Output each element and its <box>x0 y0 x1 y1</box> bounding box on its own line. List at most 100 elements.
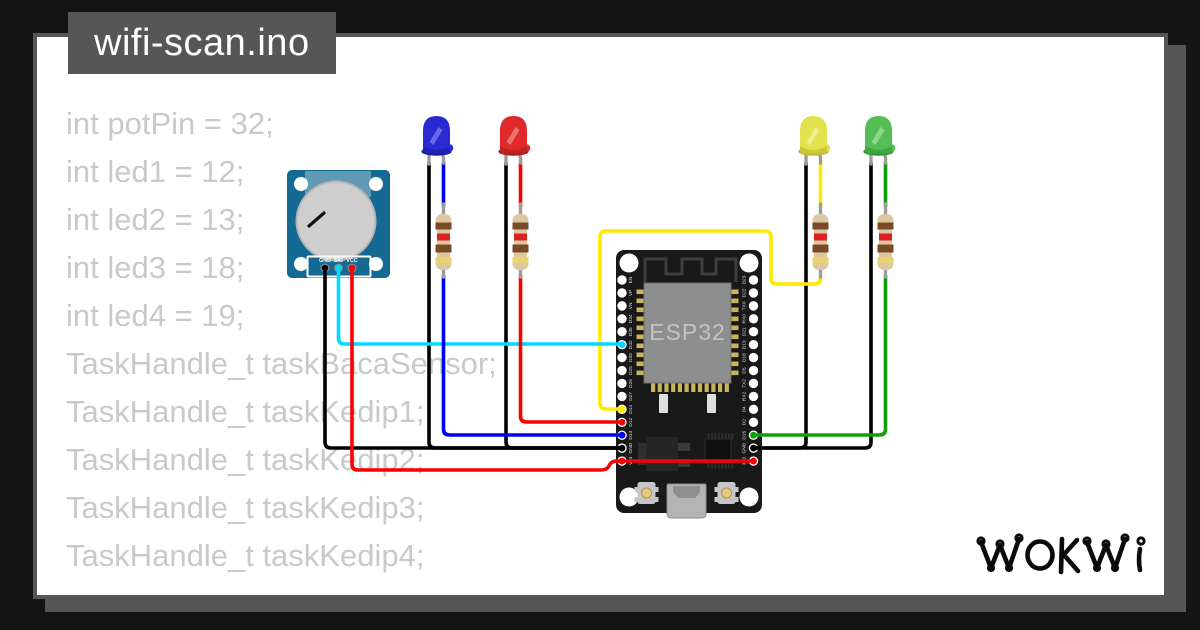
code-line: int led2 = 13; <box>66 202 245 237</box>
wire-green-to-d15[interactable] <box>753 274 888 437</box>
wire-cyan-sig-to-d32[interactable] <box>336 266 623 346</box>
resistors <box>435 202 894 279</box>
smd-component <box>659 394 668 413</box>
pin-label: GND <box>628 442 634 453</box>
pin-label: D2 <box>742 419 748 425</box>
pin-label: RX2 <box>742 391 748 401</box>
pin-label: D23 <box>742 275 748 284</box>
wire-red-vcc-to-power[interactable] <box>350 266 755 472</box>
wire-black-led1-cathode[interactable] <box>427 161 623 450</box>
pin-d4[interactable] <box>748 404 759 415</box>
pin-d25[interactable] <box>617 365 627 376</box>
antenna-trace <box>643 257 738 282</box>
wire-black-led2-cathode[interactable] <box>504 161 623 450</box>
pin-label: D34 <box>628 314 634 323</box>
led-yellow[interactable] <box>798 116 831 166</box>
code-line: TaskHandle_t taskKedip1; <box>66 394 425 429</box>
led-blue[interactable] <box>421 116 454 166</box>
mount-hole <box>369 177 383 191</box>
pin-label: D12 <box>628 418 634 427</box>
pot-pin-label: SIG <box>334 258 343 264</box>
wire-red-to-d12[interactable] <box>518 274 623 424</box>
pin-d34[interactable] <box>617 314 627 324</box>
pin-d33[interactable] <box>617 352 627 363</box>
pin-d27[interactable] <box>617 391 627 402</box>
pin-d35[interactable] <box>617 327 627 337</box>
smd-component <box>707 394 716 413</box>
resistor-led3[interactable] <box>812 202 829 279</box>
leds <box>421 116 896 166</box>
pin-label: TX2 <box>742 379 748 388</box>
mount-hole <box>739 487 759 507</box>
potentiometer[interactable]: GND SIG VCC <box>287 170 390 278</box>
pin-label: D15 <box>742 430 748 439</box>
pin-label: D19 <box>742 340 748 349</box>
pin-label: D5 <box>742 367 748 373</box>
wire-endpoints <box>321 264 356 272</box>
wire-black-led3-cathode[interactable] <box>753 161 808 450</box>
wire-blue-to-d13[interactable] <box>441 274 623 437</box>
code-snippet: int potPin = 32; int led1 = 12; int led2 =… <box>66 100 497 580</box>
pin-label: GND <box>742 442 748 453</box>
pin-label: D32 <box>628 340 634 349</box>
mount-hole <box>294 257 308 271</box>
pin-d26[interactable] <box>617 378 627 389</box>
resistor-led2[interactable] <box>512 202 529 279</box>
led-red[interactable] <box>498 116 531 166</box>
pot-knob[interactable] <box>295 180 377 262</box>
pin-tx2[interactable] <box>748 378 759 389</box>
code-line: int led3 = 18; <box>66 250 245 285</box>
pin-d2[interactable] <box>748 417 759 427</box>
code-line: int potPin = 32; <box>66 106 274 141</box>
esp32-board[interactable]: ESP32 <box>616 250 762 519</box>
led-green[interactable] <box>863 116 896 166</box>
sketch-title-bar: wifi-scan.ino <box>68 12 336 74</box>
esp32-right-pin-column[interactable]: D23D22TX0RX0D21D19D18D5TX2RX2D4D2D15GND3… <box>742 275 759 466</box>
pin-label: D21 <box>742 327 748 336</box>
pin-tx0[interactable] <box>748 301 759 311</box>
mount-hole <box>294 177 308 191</box>
pin-d18[interactable] <box>748 352 759 363</box>
resistor-led1[interactable] <box>435 202 452 279</box>
esp32-left-pin-column[interactable]: ENVPVND34D35D32D33D25D26D27D14D12D13GNDV… <box>617 275 634 466</box>
pin-en[interactable] <box>617 275 627 285</box>
mount-hole <box>619 487 639 507</box>
mount-hole <box>739 253 759 273</box>
pin-label: D4 <box>742 406 748 412</box>
chip-label: ESP32 <box>649 319 726 345</box>
reset-button[interactable] <box>714 482 739 504</box>
usb-connector <box>666 483 707 519</box>
wire-yellow-to-d14[interactable] <box>598 229 823 411</box>
pin-label: D22 <box>742 288 748 297</box>
wires[interactable] <box>323 161 888 472</box>
wire-black-pot-gnd[interactable] <box>323 266 623 450</box>
pin-d5[interactable] <box>748 365 759 376</box>
mount-hole <box>369 257 383 271</box>
boot-button[interactable] <box>634 482 659 504</box>
code-line: TaskHandle_t taskBacaSensor; <box>66 346 497 381</box>
pin-label: VP <box>628 290 634 296</box>
pot-pin-label: VCC <box>346 258 357 264</box>
pin-d22[interactable] <box>748 288 759 298</box>
pin-label: D27 <box>628 392 634 401</box>
pin-d23[interactable] <box>748 275 759 285</box>
pin-label: D14 <box>628 405 634 414</box>
pin-label: TX0 <box>742 301 748 310</box>
code-line: TaskHandle_t taskKedip4; <box>66 538 425 573</box>
sketch-title-text: wifi-scan.ino <box>94 21 310 64</box>
pot-pin-label: GND <box>319 258 331 264</box>
code-line: int led1 = 12; <box>66 154 245 189</box>
wokwi-logo <box>976 533 1146 575</box>
pin-label: D18 <box>742 353 748 362</box>
pin-rx2[interactable] <box>748 391 759 402</box>
pin-label: VN <box>628 302 634 309</box>
pin-label: D35 <box>628 327 634 336</box>
pin-d19[interactable] <box>748 339 759 350</box>
pin-d21[interactable] <box>748 327 759 337</box>
pin-vp[interactable] <box>617 288 627 298</box>
resistor-led4[interactable] <box>877 202 894 279</box>
wire-black-led4-cathode[interactable] <box>753 161 873 450</box>
pin-vn[interactable] <box>617 301 627 311</box>
pin-rx0[interactable] <box>748 314 759 324</box>
